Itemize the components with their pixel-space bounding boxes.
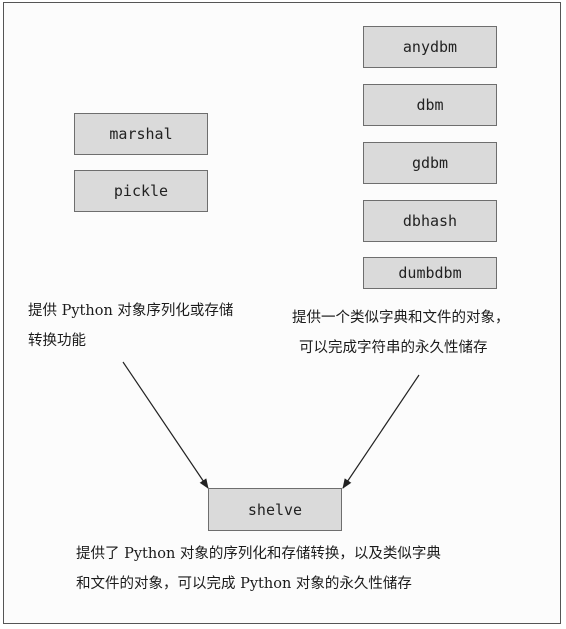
right-note: 提供一个类似字典和文件的对象， 可以完成字符串的永久性储存 [292,303,510,363]
right-arrow [342,374,420,489]
left-note: 提供 Python 对象序列化或存储 转换功能 [28,296,233,356]
right-note-line2: 可以完成字符串的永久性储存 [299,340,488,356]
module-box-pickle: pickle [74,170,208,212]
right-note-line1: 提供一个类似字典和文件的对象， [292,310,510,326]
module-box-anydbm: anydbm [363,26,497,68]
bottom-note: 提供了 Python 对象的序列化和存储转换，以及类似字典 和文件的对象，可以完… [76,539,441,599]
module-box-dumbdbm: dumbdbm [363,257,497,289]
module-box-gdbm: gdbm [363,142,497,184]
left-note-line2: 转换功能 [28,333,86,349]
left-note-line1: 提供 Python 对象序列化或存储 [28,303,234,319]
bottom-note-line2: 和文件的对象，可以完成 Python 对象的永久性储存 [76,576,412,592]
module-box-shelve: shelve [208,488,342,531]
module-box-dbm: dbm [363,84,497,126]
left-arrow [122,361,209,489]
module-box-marshal: marshal [74,113,208,155]
bottom-note-line1: 提供了 Python 对象的序列化和存储转换，以及类似字典 [76,546,441,562]
module-box-dbhash: dbhash [363,200,497,242]
